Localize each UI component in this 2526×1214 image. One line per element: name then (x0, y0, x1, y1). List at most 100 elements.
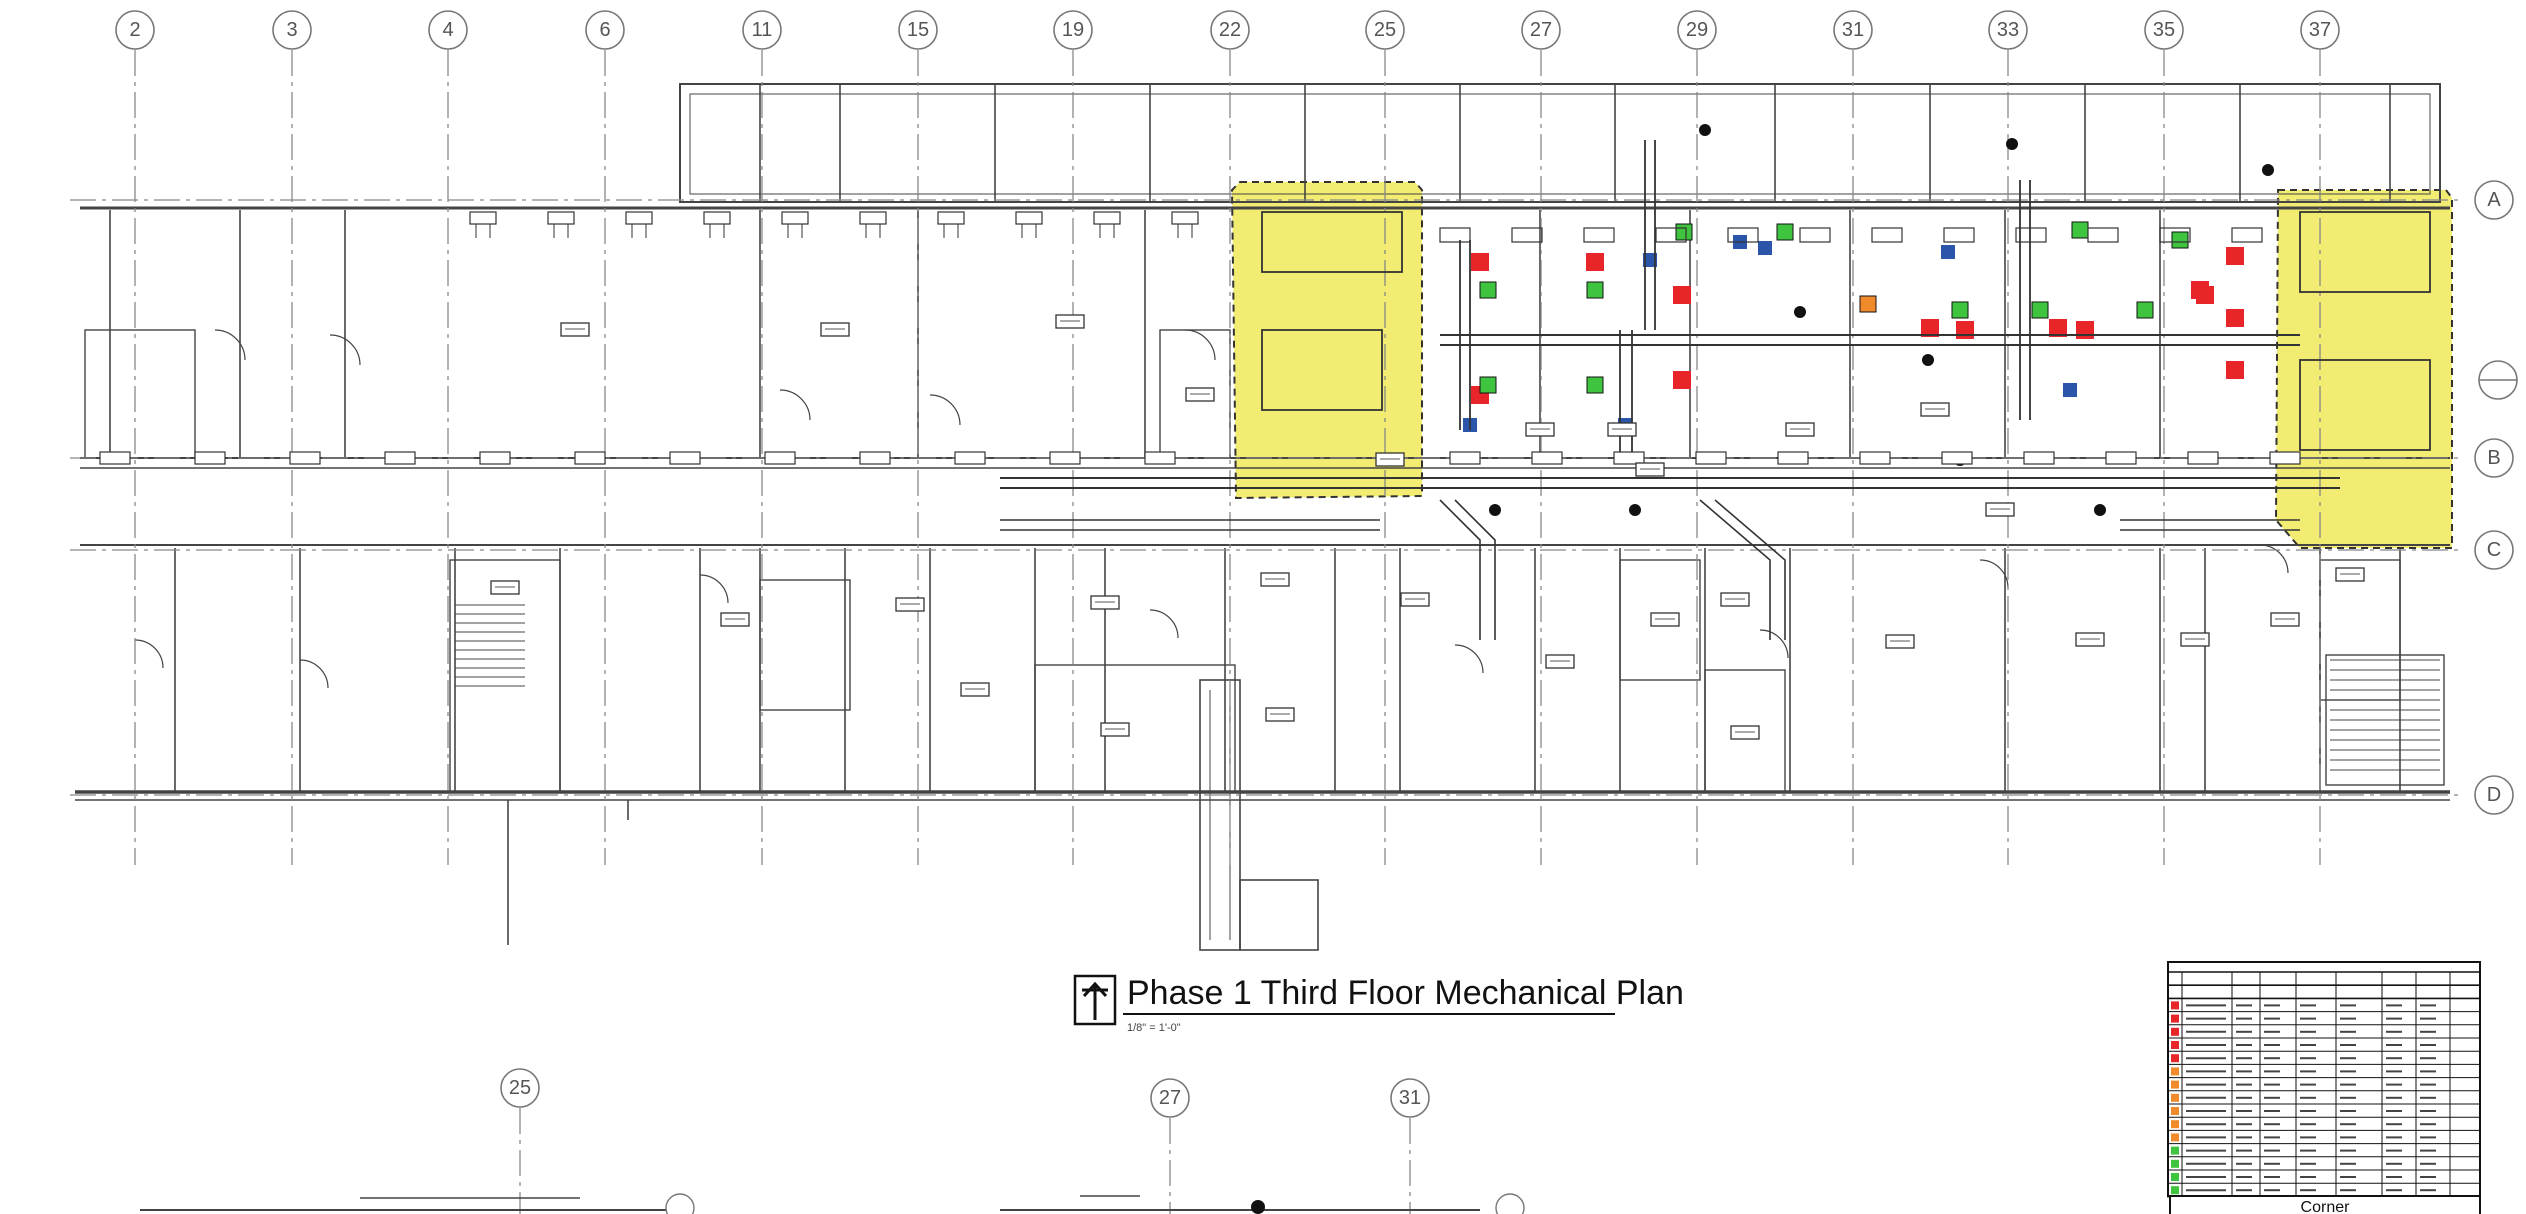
grid-bubble (2474, 438, 2514, 478)
grid-bubble-label: 2 (129, 19, 140, 41)
grid-bubble (2474, 775, 2514, 815)
return-grille (669, 451, 701, 465)
equipment-marker-red (2226, 309, 2244, 327)
return-grille (384, 451, 416, 465)
equipment-marker-red (2226, 247, 2244, 265)
vav-box-west (1261, 329, 1383, 411)
door-swing (214, 329, 246, 361)
diffuser (547, 211, 575, 225)
schedule-swatch (2171, 1014, 2179, 1023)
schedule-footer: Corner (2169, 1195, 2481, 1214)
equipment-marker-red (1586, 253, 1604, 271)
diffuser (1093, 211, 1121, 225)
return-grille (574, 451, 606, 465)
return-grille (2023, 451, 2055, 465)
equipment-marker-green (2171, 231, 2189, 249)
hvac-equipment (1463, 124, 2274, 516)
return-grille (1941, 451, 1973, 465)
grid-bubble (2474, 530, 2514, 570)
grid-bubble-label: D (2487, 784, 2501, 806)
door-swing (1979, 559, 2009, 589)
return-grille (2187, 451, 2219, 465)
schedule-swatch (2171, 1027, 2179, 1036)
schedule-footer-title: Corner (2301, 1199, 2351, 1214)
highlighted-zones (1230, 181, 2453, 549)
door-swing (2259, 544, 2289, 574)
grid-bubble-label: 19 (1062, 19, 1084, 41)
grid-bubble (1677, 10, 1717, 50)
grid-bubble (1833, 10, 1873, 50)
grid-bubble-label: 22 (1219, 19, 1241, 41)
equipment-marker-green (1479, 281, 1497, 299)
equipment-marker-green (1776, 223, 1794, 241)
grid-bubble (2144, 10, 2184, 50)
grid-bubble-label: 33 (1997, 19, 2019, 41)
diffuser (859, 211, 887, 225)
equipment-marker-orange (1859, 295, 1877, 313)
grid-bubble (1150, 1078, 1190, 1118)
return-grille (1777, 451, 1809, 465)
vertical-shaft (1199, 679, 1241, 951)
diffuser (703, 211, 731, 225)
diffuser (2159, 227, 2191, 243)
return-grille (479, 451, 511, 465)
equipment-marker-red (1956, 321, 1974, 339)
return-grille (859, 451, 891, 465)
return-grille (1531, 451, 1563, 465)
diffuser (1171, 211, 1199, 225)
grid-bubble-label: 15 (907, 19, 929, 41)
schedule-swatch (2171, 1107, 2179, 1115)
return-grille (1695, 451, 1727, 465)
return-grille (1449, 451, 1481, 465)
equipment-marker-red (2076, 321, 2094, 339)
return-grille (99, 451, 131, 465)
schedule-swatch (2171, 1146, 2179, 1155)
schedule-swatch (2171, 1001, 2179, 1010)
drawing-title: Phase 1 Third Floor Mechanical Plan (1127, 974, 1684, 1012)
equipment-marker-red (1921, 319, 1939, 337)
north-arrow-icon (1082, 981, 1108, 1020)
grid-bubble-label: 31 (1842, 19, 1864, 41)
grid-bubble (272, 10, 312, 50)
door-swing (929, 394, 961, 426)
diffuser (1799, 227, 1831, 243)
grid-bubble-label: 35 (2153, 19, 2175, 41)
equipment-marker-blue (1941, 245, 1955, 259)
air-handler-east (2299, 211, 2431, 293)
grid-bubble (1988, 10, 2028, 50)
equipment-marker-green (2031, 301, 2049, 319)
highlight-zone-west (1230, 181, 1423, 500)
diffuser (1655, 227, 1687, 243)
schedule-swatch (2171, 1067, 2179, 1076)
grid-bubble-label: 29 (1686, 19, 1708, 41)
grid-bubble (742, 10, 782, 50)
sensor-dot (1699, 124, 1711, 136)
return-grille (1144, 451, 1176, 465)
diffuser (625, 211, 653, 225)
diffuser (2231, 227, 2263, 243)
door-swing (779, 389, 811, 421)
grid-bubble-label: 4 (442, 19, 453, 41)
grid-bubble-label: 25 (1374, 19, 1396, 41)
schedule-swatch (2171, 1173, 2179, 1181)
sensor-dot (2262, 164, 2274, 176)
grid-bubble (1495, 1193, 1525, 1214)
door-swing (134, 639, 164, 669)
door-swing (1454, 644, 1484, 674)
grid-bubble (1521, 10, 1561, 50)
return-grille (1613, 451, 1645, 465)
equipment-marker-green (1479, 376, 1497, 394)
grid-bubble (585, 10, 625, 50)
diffuser (2087, 227, 2119, 243)
equipment-marker-green (2071, 221, 2089, 239)
diffuser (937, 211, 965, 225)
equipment-marker-green (1586, 376, 1604, 394)
grid-bubble-label: C (2487, 539, 2501, 561)
equipment-marker-red (2191, 281, 2209, 299)
door-swing (329, 334, 361, 366)
room-tags (490, 314, 2365, 740)
grid-bubble-label: B (2487, 447, 2500, 469)
grid-bubble (2300, 10, 2340, 50)
grid-bubble (898, 10, 938, 50)
